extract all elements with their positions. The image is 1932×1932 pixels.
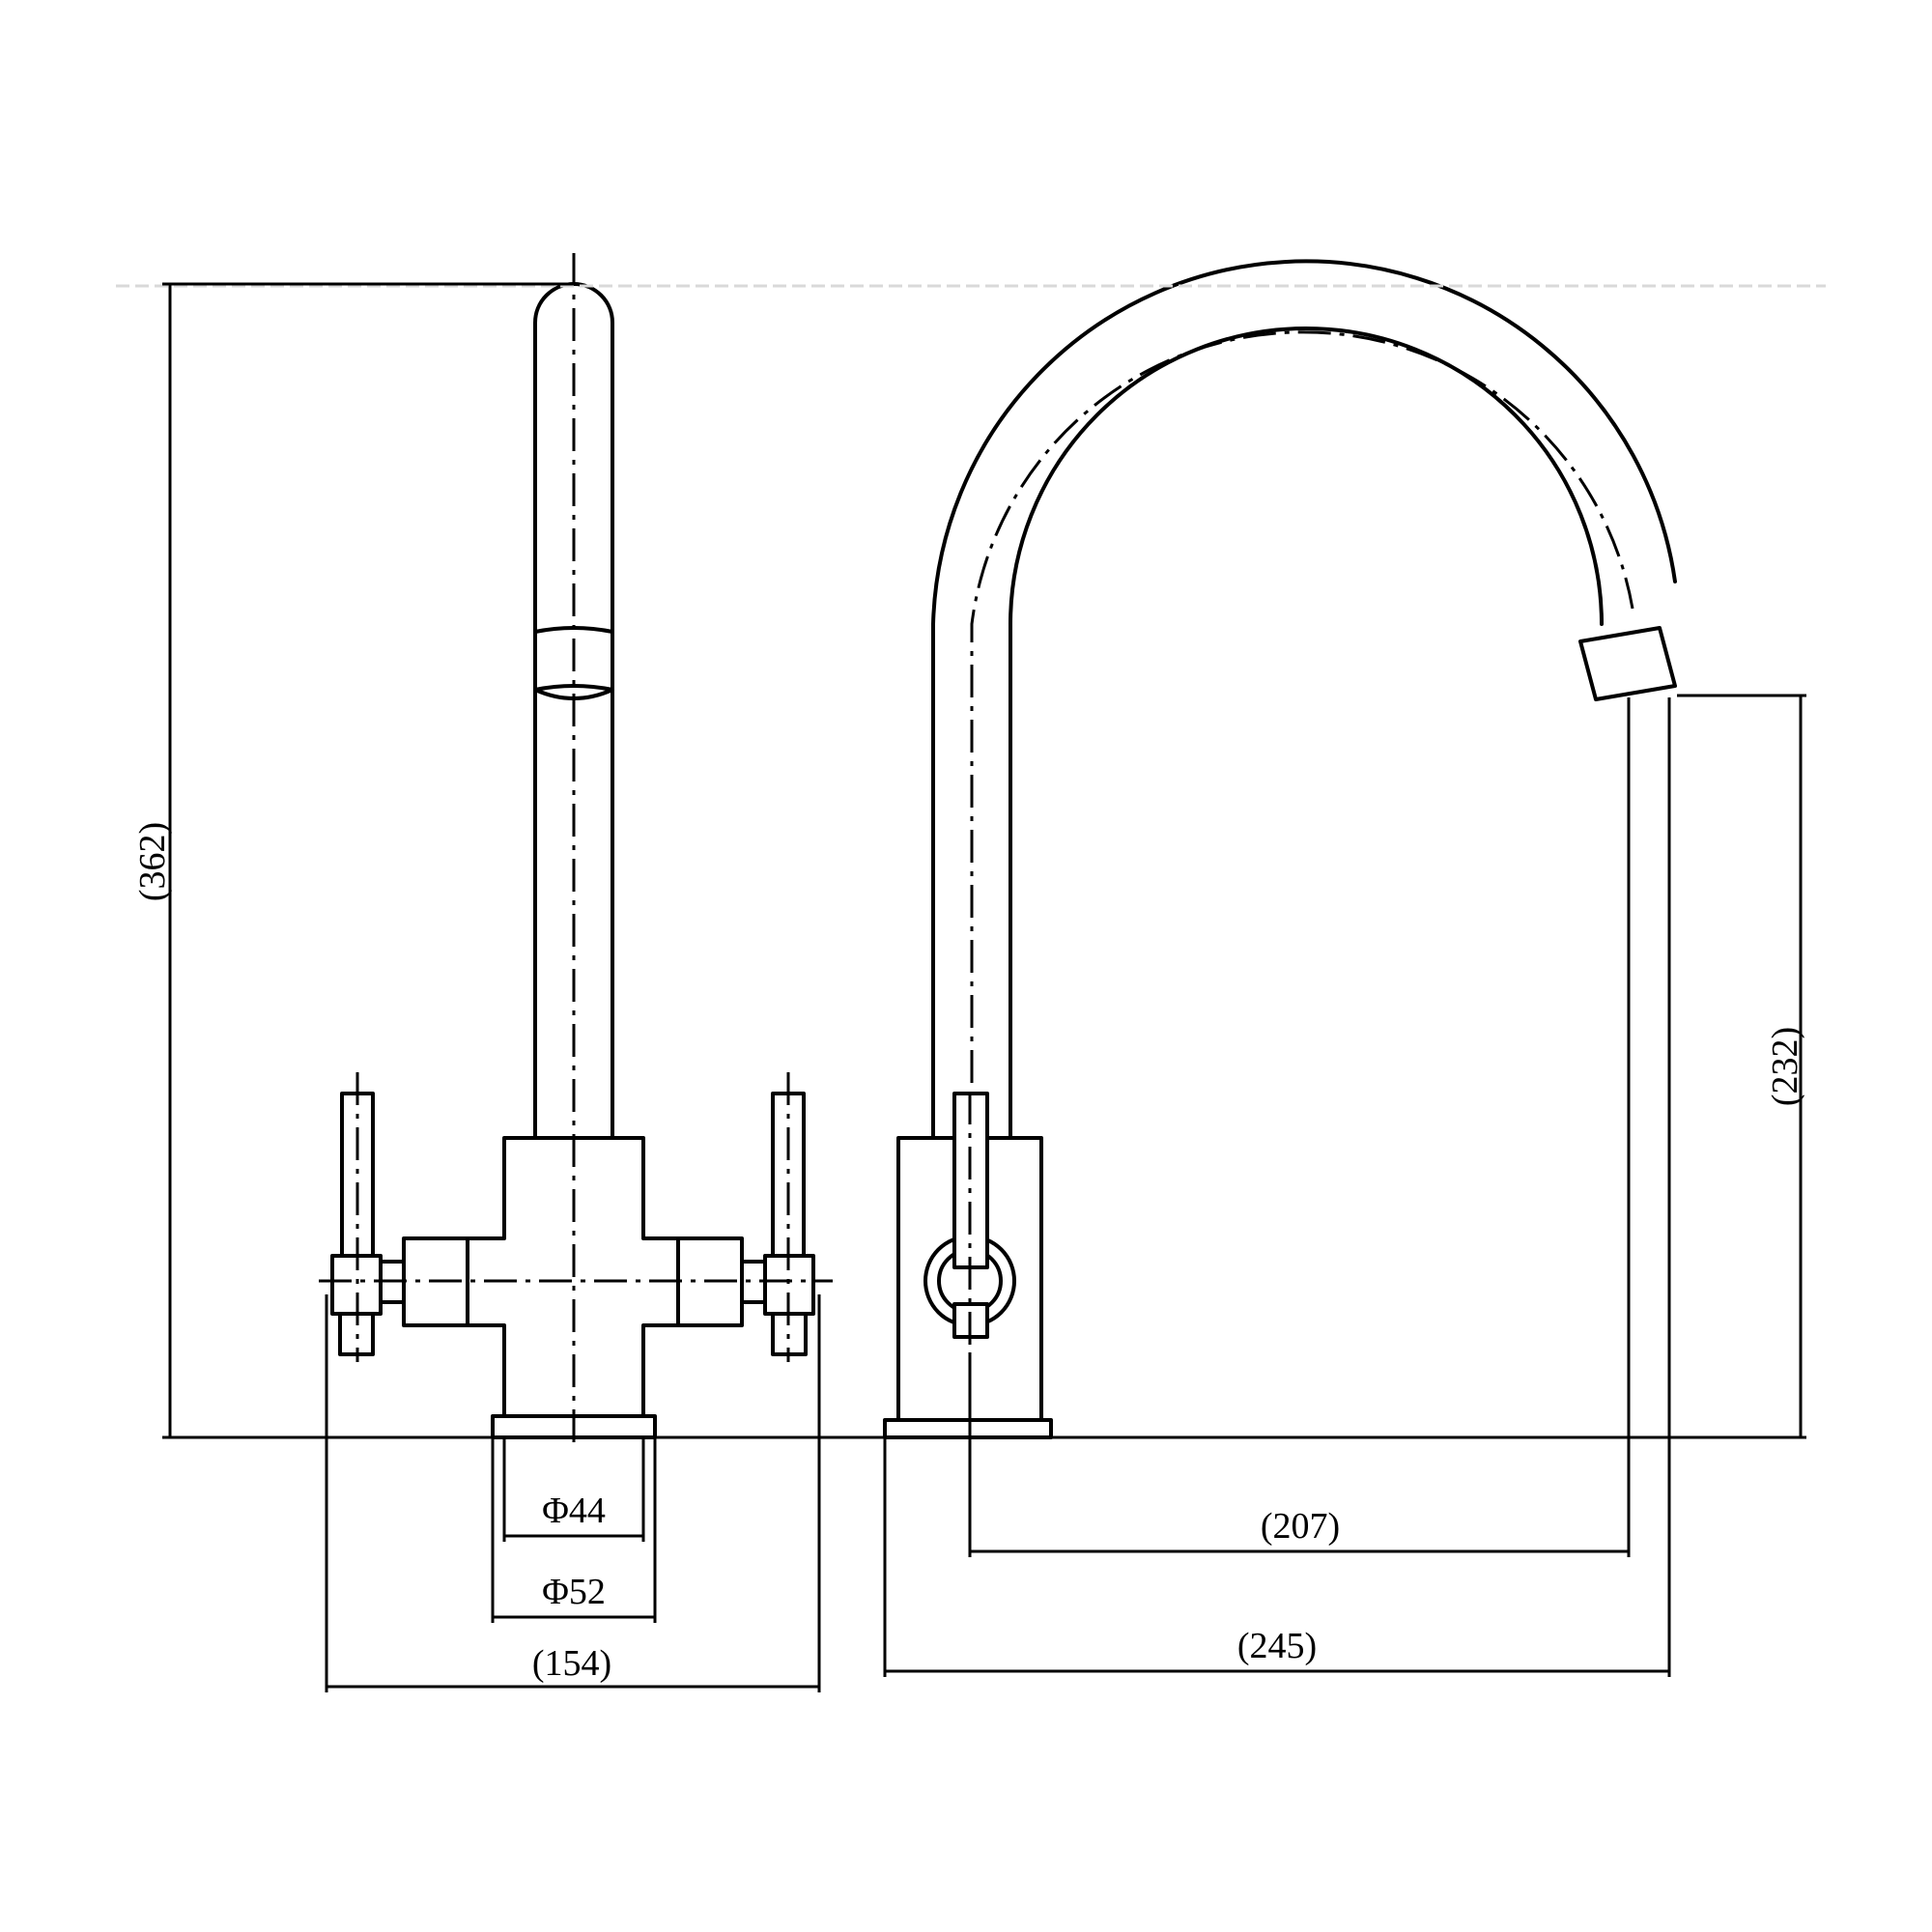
side-gooseneck-spout <box>931 259 1677 1140</box>
dimension-diameter-inner: Φ44 <box>502 1437 645 1542</box>
dimension-spout-height: (232) <box>1677 694 1806 1437</box>
dimension-overall-depth: (245) <box>883 697 1671 1677</box>
label-overall-height: (362) <box>132 822 173 901</box>
side-view <box>883 259 1677 1439</box>
dimension-spout-reach: (207) <box>968 697 1631 1557</box>
label-spout-reach: (207) <box>1261 1506 1340 1547</box>
dimension-diameter-outer: Φ52 <box>491 1437 657 1623</box>
side-base-plate <box>883 1418 1053 1439</box>
label-diameter-outer: Φ52 <box>542 1572 606 1612</box>
label-overall-depth: (245) <box>1237 1626 1317 1666</box>
label-handle-span: (154) <box>532 1643 611 1684</box>
label-diameter-inner: Φ44 <box>542 1491 606 1531</box>
front-view <box>319 253 833 1449</box>
dimension-handle-span: (154) <box>325 1294 821 1692</box>
dimension-overall-height: (362) <box>132 282 574 1437</box>
side-spout-centerline <box>970 330 1634 1138</box>
label-spout-height: (232) <box>1765 1027 1805 1106</box>
side-spout-outlet <box>1578 626 1677 701</box>
side-gooseneck-spout-inner <box>1009 327 1604 1140</box>
